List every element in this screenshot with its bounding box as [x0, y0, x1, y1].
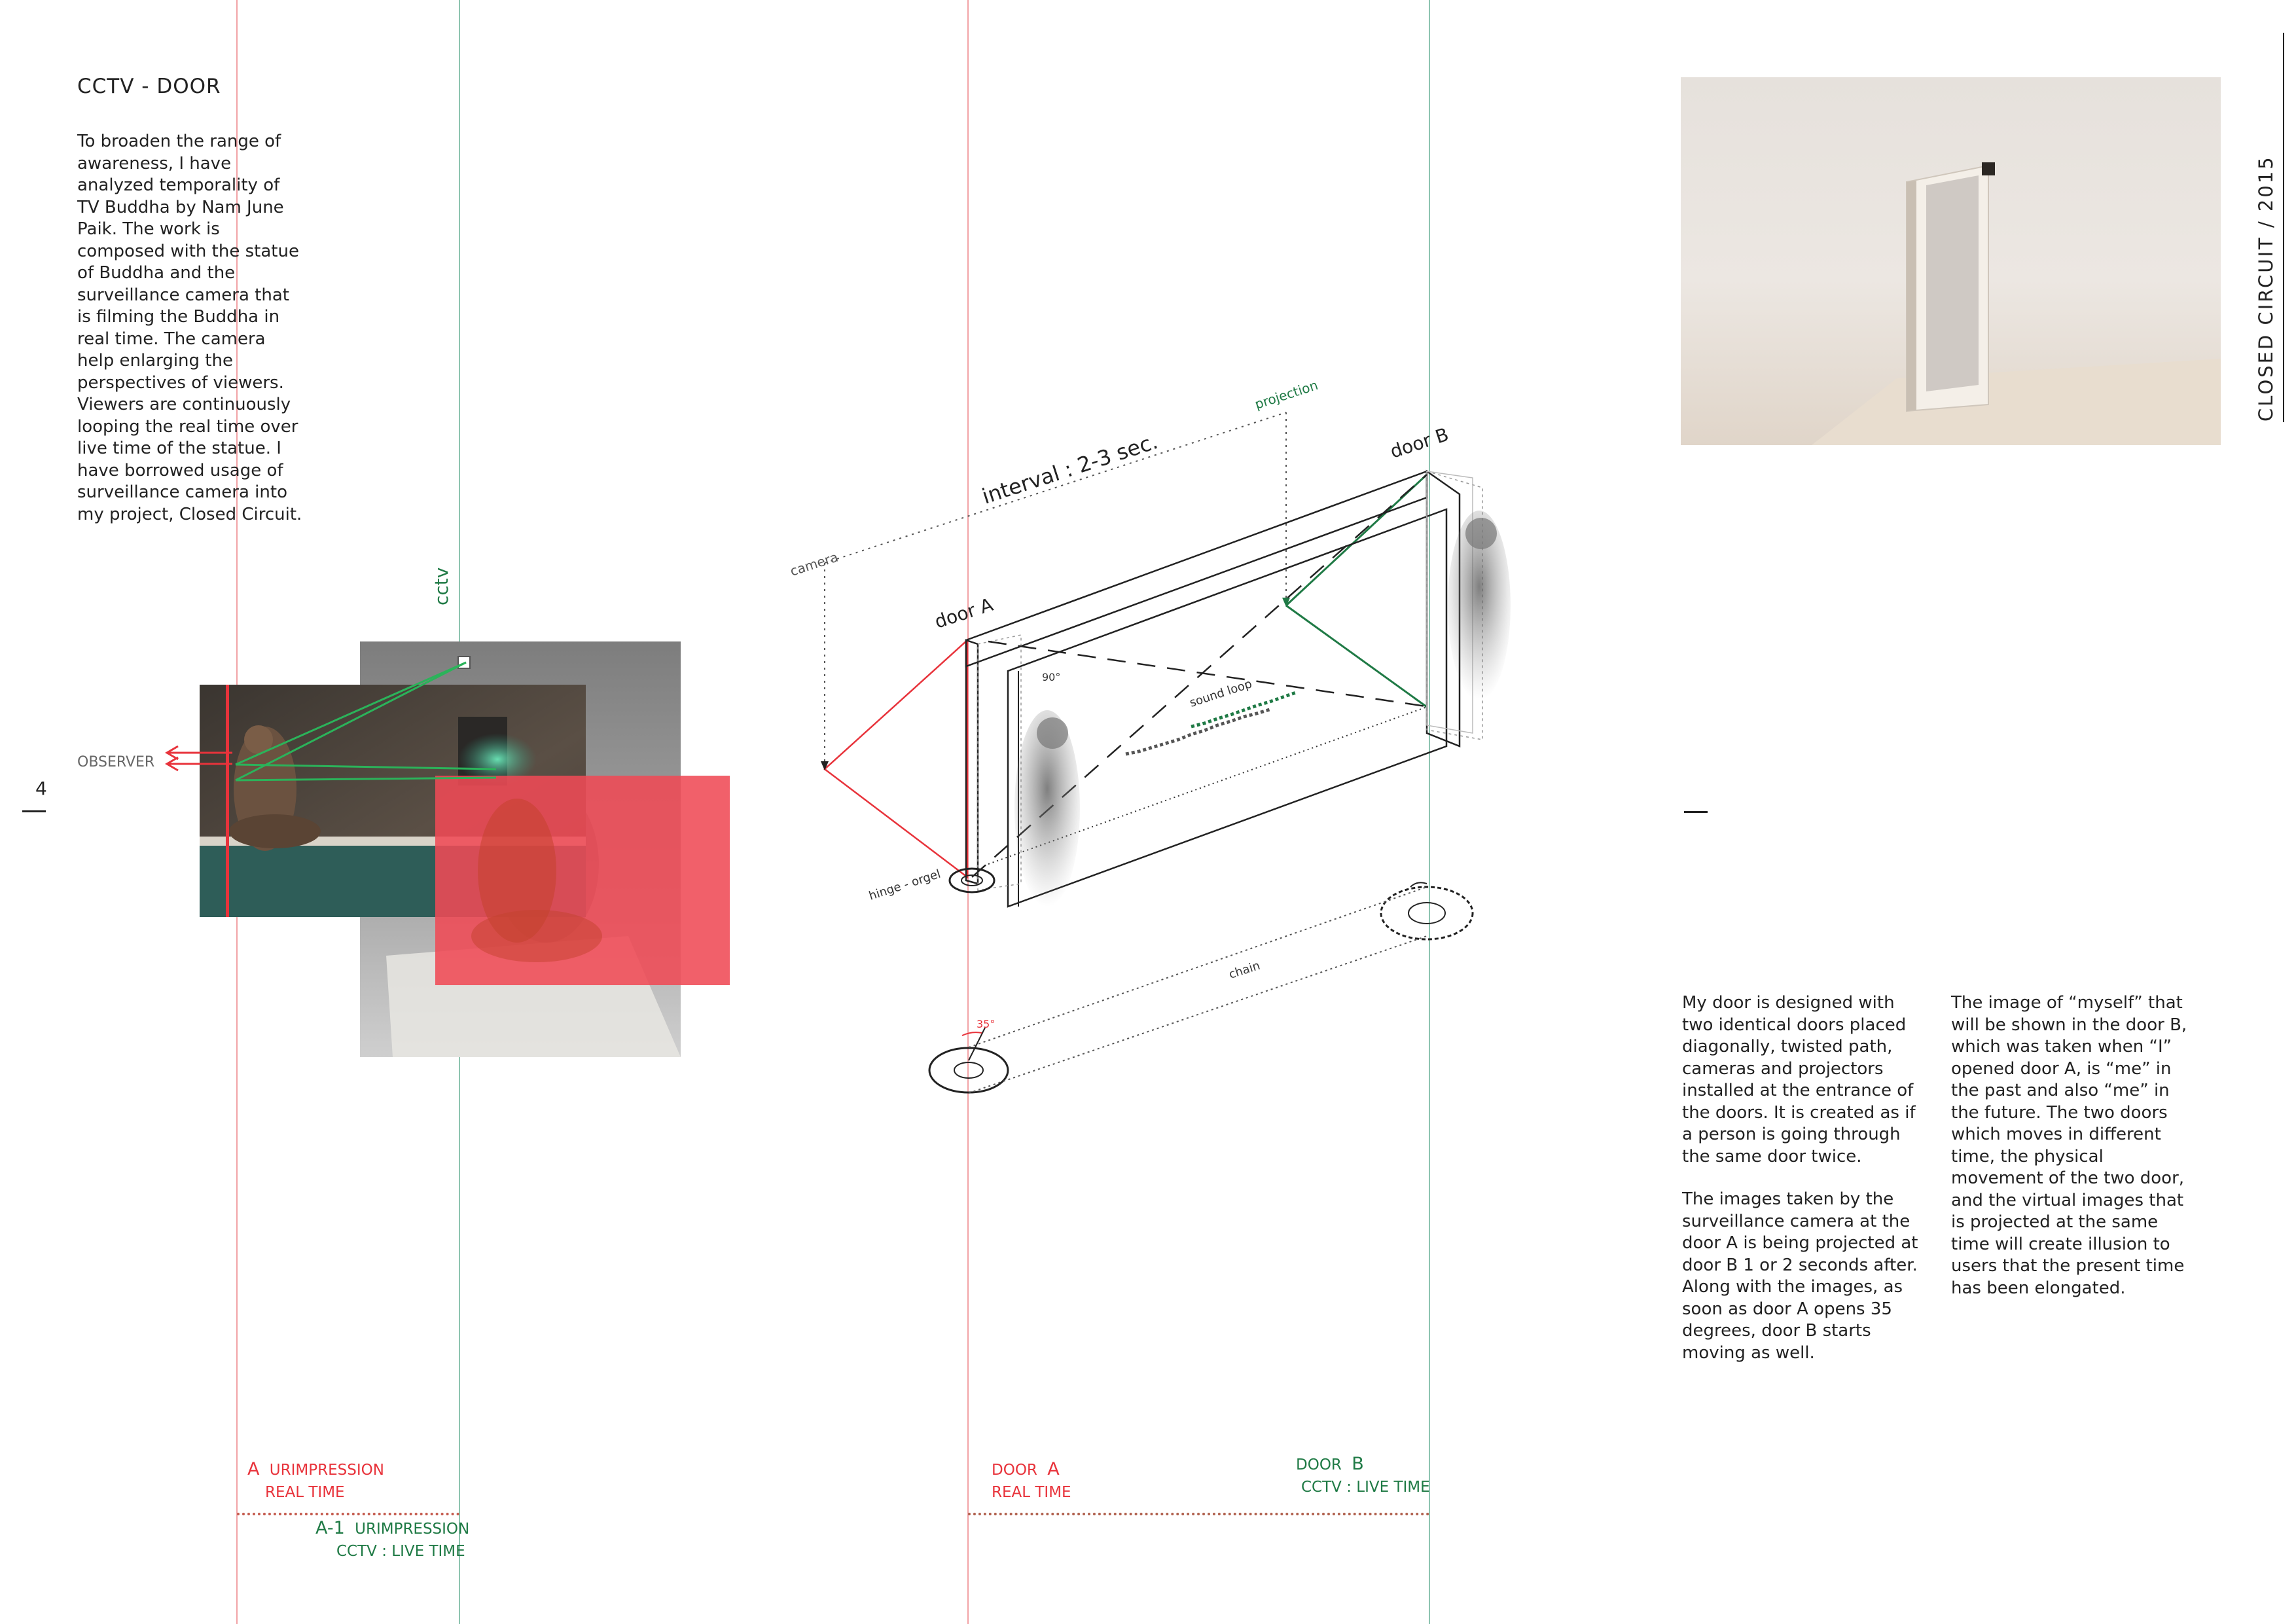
col2-paragraph-1: The image of “myself” that will be shown…: [1951, 993, 2187, 1298]
door-b-label: door B: [1388, 424, 1451, 463]
legend-door-b-word: DOOR: [1296, 1456, 1342, 1473]
hinge-label: hinge - orgel: [867, 867, 942, 903]
legend-a-letter: A: [247, 1459, 260, 1479]
body-column-2: The image of “myself” that will be shown…: [1951, 992, 2193, 1299]
legend-door-a-sub: REAL TIME: [992, 1484, 1071, 1501]
legend-door-a: DOOR A REAL TIME: [992, 1458, 1071, 1504]
legend-a1: A-1 URIMPRESSION CCTV : LIVE TIME: [315, 1517, 469, 1562]
page-number-dash: [22, 810, 46, 812]
collage-svg: [165, 641, 730, 1057]
body-column-1: My door is designed with two identical d…: [1682, 992, 1924, 1364]
interval-label: interval : 2-3 sec.: [979, 429, 1161, 509]
chain-label: chain: [1227, 959, 1262, 982]
installation-photo: [1681, 77, 2221, 445]
angle-35-label: 35°: [977, 1018, 995, 1030]
camera-label: camera: [788, 549, 840, 579]
legend-a1-letter: A-1: [315, 1518, 345, 1538]
legend-a-title: URIMPRESSION: [269, 1462, 384, 1479]
col1-paragraph-2: The images taken by the surveillance cam…: [1682, 1189, 1918, 1363]
guide-line-green-center: [1429, 0, 1430, 1624]
door-a-label: door A: [932, 594, 996, 633]
legend-a1-title: URIMPRESSION: [355, 1521, 470, 1538]
projection-label: projection: [1253, 377, 1319, 412]
right-dash: [1684, 811, 1708, 813]
section-title: CCTV - DOOR: [77, 75, 221, 98]
legend-door-a-letter: A: [1047, 1459, 1060, 1479]
isometric-diagram: interval : 2-3 sec. camera projection so…: [772, 367, 1584, 1152]
angle-90-label: 90°: [1042, 671, 1060, 683]
collage: [0, 628, 740, 1074]
legend-dots-center: [968, 1513, 1429, 1515]
page-number: 4: [35, 778, 47, 799]
cctv-label: cctv: [431, 567, 452, 605]
legend-door-b-letter: B: [1352, 1454, 1364, 1474]
vertical-title: CLOSED CIRCUIT / 2015: [2255, 155, 2277, 422]
diagram-svg: interval : 2-3 sec. camera projection so…: [788, 377, 1511, 1094]
legend-a-sub: REAL TIME: [265, 1484, 345, 1501]
photo-svg: [1812, 162, 2221, 445]
legend-door-a-word: DOOR: [992, 1462, 1037, 1479]
vertical-rule: [2283, 33, 2284, 422]
gear-right: [1380, 886, 1474, 941]
legend-door-b: DOOR B CCTV : LIVE TIME: [1296, 1453, 1430, 1498]
legend-a1-sub: CCTV : LIVE TIME: [336, 1543, 465, 1560]
gear-left: [928, 1047, 1009, 1094]
legend-dots-left: [237, 1513, 459, 1515]
intro-paragraph: To broaden the range of awareness, I hav…: [77, 132, 302, 524]
legend-door-b-sub: CCTV : LIVE TIME: [1301, 1479, 1430, 1496]
legend-a: A URIMPRESSION REAL TIME: [247, 1458, 384, 1504]
sound-loop-label: sound loop: [1188, 677, 1253, 710]
observer-label: OBSERVER: [77, 754, 155, 770]
col1-paragraph-1: My door is designed with two identical d…: [1682, 993, 1916, 1166]
